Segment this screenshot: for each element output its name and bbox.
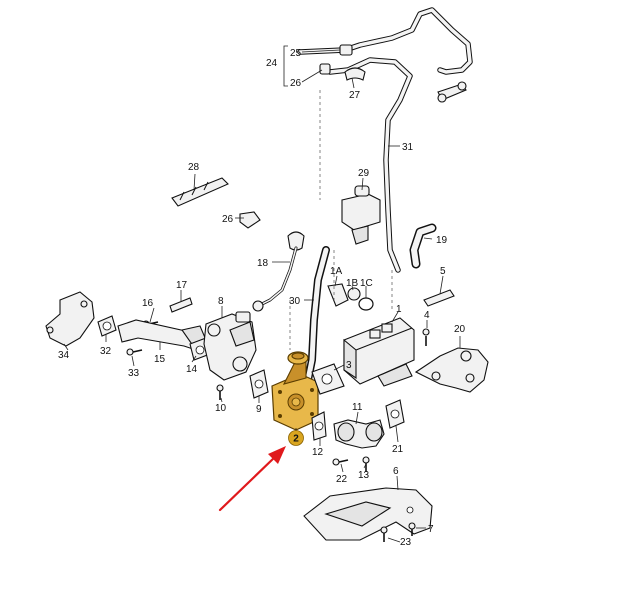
heat-shield-6 (303, 487, 433, 541)
label-29: 29 (358, 168, 370, 179)
gasket-12 (311, 411, 327, 441)
label-7: 7 (428, 524, 434, 535)
label-8: 8 (218, 296, 224, 307)
label-26: 26 (222, 214, 234, 225)
label-34: 34 (58, 350, 70, 361)
highlighted-part-2 (271, 351, 319, 431)
seal-1b (347, 287, 361, 301)
part-labels: 24 25 26 27 31 28 26 29 19 18 1A 1B 1C 5… (58, 48, 466, 548)
label-30: 30 (289, 296, 301, 307)
label-1a: 1A (330, 266, 343, 277)
bolt-22 (332, 458, 349, 466)
bolt-4 (422, 328, 430, 346)
red-arrow-icon (218, 446, 286, 512)
label-17: 17 (176, 280, 188, 291)
label-27: 27 (349, 90, 361, 101)
label-1b: 1B (346, 278, 359, 289)
nut-7 (408, 522, 416, 536)
label-24: 24 (266, 58, 278, 69)
badge-part-2: 2 (288, 430, 304, 446)
label-2: 2 (293, 434, 299, 445)
label-4: 4 (424, 310, 430, 321)
egr-valve-8 (203, 311, 257, 381)
label-1: 1 (396, 304, 402, 315)
label-9: 9 (256, 404, 262, 415)
label-10: 10 (215, 403, 227, 414)
pressure-converter (341, 185, 381, 245)
label-20: 20 (454, 324, 466, 335)
gasket-32 (97, 315, 117, 337)
gasket-3 (311, 363, 345, 395)
vacuum-hose-assembly (297, 7, 473, 273)
label-1c: 1C (360, 278, 373, 289)
temp-sensor-18 (252, 231, 305, 312)
bracket-20 (414, 347, 489, 393)
clip-26 (239, 211, 261, 229)
bolt-23 (380, 526, 388, 542)
label-12: 12 (312, 447, 324, 458)
label-13: 13 (358, 470, 370, 481)
leader-lines (63, 49, 461, 543)
bracket-24 (283, 45, 288, 87)
label-22: 22 (336, 474, 348, 485)
label-25: 25 (290, 48, 302, 59)
label-16: 16 (142, 298, 154, 309)
egr-cooler (343, 317, 415, 387)
label-18: 18 (257, 258, 269, 269)
label-33: 33 (128, 368, 140, 379)
label-19: 19 (436, 235, 448, 246)
label-32: 32 (100, 346, 112, 357)
retainer-28 (171, 177, 229, 207)
label-6: 6 (393, 466, 399, 477)
label-21: 21 (392, 444, 404, 455)
label-11: 11 (352, 402, 363, 413)
union-1a (327, 283, 349, 307)
bolt-10 (216, 384, 224, 400)
exhaust-pipe-34 (45, 291, 95, 347)
seal-17 (169, 297, 193, 313)
label-23: 23 (400, 537, 412, 548)
pipe-11 (333, 419, 385, 449)
label-3: 3 (346, 360, 352, 371)
label-26-top: 26 (290, 78, 302, 89)
pipe-5 (423, 289, 455, 307)
label-31: 31 (402, 142, 414, 153)
seal-1c (358, 297, 374, 311)
clip-27 (344, 67, 366, 81)
label-28: 28 (188, 162, 200, 173)
label-14: 14 (186, 364, 198, 375)
label-15: 15 (154, 354, 166, 365)
gasket-21 (385, 399, 405, 429)
label-5: 5 (440, 266, 446, 277)
bolt-33 (126, 348, 143, 356)
gasket-9 (249, 369, 269, 399)
